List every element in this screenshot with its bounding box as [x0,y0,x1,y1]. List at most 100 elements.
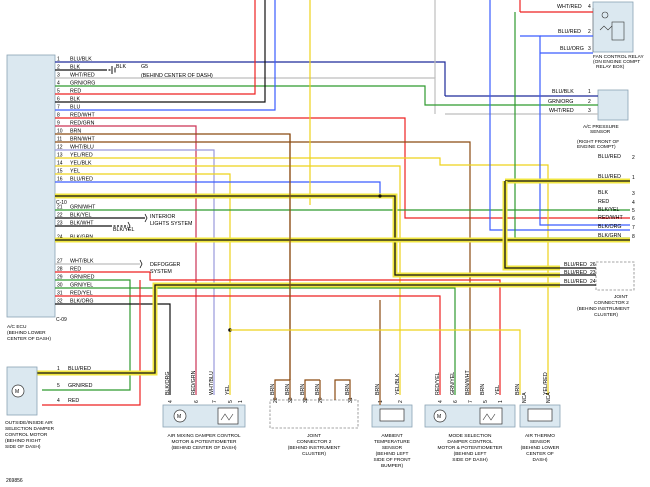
pressure-wire-1: BLU/BLK [552,89,574,95]
ecu-pin-wire: GRN/YEL [70,283,93,289]
bottom-pin-number: 32 [303,397,309,403]
ecu-pin-number: 23 [57,221,63,227]
ambient-temp-sensor [371,404,413,428]
component-caption: CENTER OF [526,451,554,457]
ecu-pin-number: 9 [57,121,60,127]
right-harness-pin: 6 [632,216,635,222]
relay-pin-2: 2 [588,29,591,35]
damper-left-caption-4: (BEHIND RIGHT [5,438,41,444]
bottom-wire-label: RED/GRN [191,370,197,395]
component-caption: AIR MIXING DAMPER CONTROL [167,433,240,439]
ecu-pin-wire: RED/WHT [70,113,95,119]
right-harness-wire: BLK/GRN [598,233,621,239]
component-caption: (BEHIND CENTER OF DASH) [171,445,236,451]
fan-relay-caption-3: RELAY BOX) [596,64,625,70]
right-harness-wire: BLK/ORG [598,224,622,230]
yel-feed-wire [230,329,521,395]
mode-selection-damper-motor: M [424,404,516,428]
ecu-pin-number: 31 [57,291,63,297]
bottom-pin-number: 5 [483,400,489,403]
defogger-caption-2: SYSTEM [150,269,172,275]
bottom-wire-label: BRN [300,384,306,395]
damper-left-wire-3: RED [68,398,79,404]
connector-c10: C-10 [56,200,67,206]
damper-left-caption-5: SIDE OF DASH) [5,444,41,450]
ground-g5: BLK G5 (BEHIND CENTER OF DASH) [105,64,213,79]
ecu-pin-wire: BRN [70,129,81,135]
jc-right-wire-2: BLU/RED [564,270,587,276]
svg-text:M: M [437,414,441,420]
right-harness-pin: 5 [632,208,635,214]
component-caption: AMBIENT [381,433,402,439]
component-caption: CONNECTOR 2 [297,439,332,445]
ecu-pin-number: 13 [57,153,63,159]
bottom-pin-number: 7 [212,400,218,403]
joint-connector-bottom [269,399,359,429]
ecu-pin-wire: WHT/BLU [70,145,94,151]
ecu-pin-number: 15 [57,169,63,175]
bottom-wire-label: YEL/RED [543,372,549,395]
ecu-pin-number: 30 [57,283,63,289]
component-caption: DAMPER CONTROL [447,439,493,445]
ecu-pin-wire: RED [70,89,81,95]
right-harness-wire: BLK/YEL [598,207,620,213]
right-harness-pin: 2 [632,155,635,161]
ecu-pin-wire: BLK/YEL [70,213,92,219]
ecu-pin-number: 22 [57,213,63,219]
right-harness-pin: 1 [632,175,635,181]
right-harness-wire: BLU/RED [598,174,621,180]
air-mixing-damper-motor: M [162,404,246,428]
ecu-pin-number: 3 [57,73,60,79]
relay-pin-3: 3 [588,46,591,52]
ac-ecu: A/C ECU (BEHIND LOWER CENTER OF DASH) C-… [6,54,67,342]
component-caption: (BEHIND LEFT [454,451,487,457]
interior-lights: INTERIOR LIGHTS SYSTEM BLK/YEL [110,213,192,233]
jc-right-caption-3: (BEHIND INSTRUMENT [577,306,630,312]
component-caption: JOINT [307,433,321,439]
defogger-system: DEFOGGER SYSTEM [139,259,180,275]
ecu-pin-wire: WHT/BLK [70,259,94,265]
component-caption: TEMPERATURE [374,439,410,445]
interior-wire-label: BLK/YEL [113,227,135,233]
pressure-pin-2: 2 [588,99,591,105]
highlighted-path [35,178,630,376]
ecu-pin-number: 2 [57,65,60,71]
ecu-pin-wire: YEL/RED [70,153,93,159]
component-caption: MOTOR & POTENTIOMETER [172,439,237,445]
bottom-pin-number: 28 [273,397,279,403]
jc-right-caption-1: JOINT [614,294,628,300]
jc-right-caption-2: CONNECTOR 2 [594,300,629,306]
ecu-pin-number: 12 [57,145,63,151]
pressure-sensor-wires: BLU/BLK 1 GRN/ORG 2 WHT/RED 3 [445,89,598,115]
bottom-pin-number: NCA [546,392,552,403]
ecu-pin-wire: BLK [70,65,80,71]
bottom-wire-label: GRN/YEL [450,372,456,395]
bottom-wire-label: RED/YEL [435,372,441,395]
right-harness-pin: 3 [632,191,635,197]
right-harness-wire: RED [598,199,609,205]
component-caption: AIR THERMO [525,433,555,439]
ecu-pin-wire: RED/YEL [70,291,93,297]
bottom-pin-number: NCA [522,392,528,403]
svg-text:M: M [15,389,19,395]
bottom-wire-label: BLK/ORG [165,371,171,395]
ecu-pin-number: 14 [57,161,63,167]
ecu-pin-wire: BLK [70,97,80,103]
ecu-pin-wire: RED [70,267,81,273]
ecu-caption-1: A/C ECU [7,324,27,330]
damper-left-caption-2: SELECTION DAMPER [5,426,55,432]
pressure-caption-3: (RIGHT FRONT OF [577,139,619,145]
ecu-pin-wire: BRN/WHT [70,137,95,143]
ground-label: G5 [141,64,148,70]
ecu-wires [42,0,630,406]
ecu-pin-wire: BLU/BLK [70,57,92,63]
bottom-wire-label: YEL [225,385,231,395]
jc-right-wire-1: BLU/RED [564,262,587,268]
bottom-wire-label: BRN/WHT [465,370,471,395]
ecu-caption-2: (BEHIND LOWER [7,330,46,336]
bottom-wire-label: BRN [375,384,381,395]
ecu-pin-wire: WHT/RED [70,73,95,79]
ecu-pin-number: 4 [57,81,60,87]
bottom-wire-label: BRN [270,384,276,395]
